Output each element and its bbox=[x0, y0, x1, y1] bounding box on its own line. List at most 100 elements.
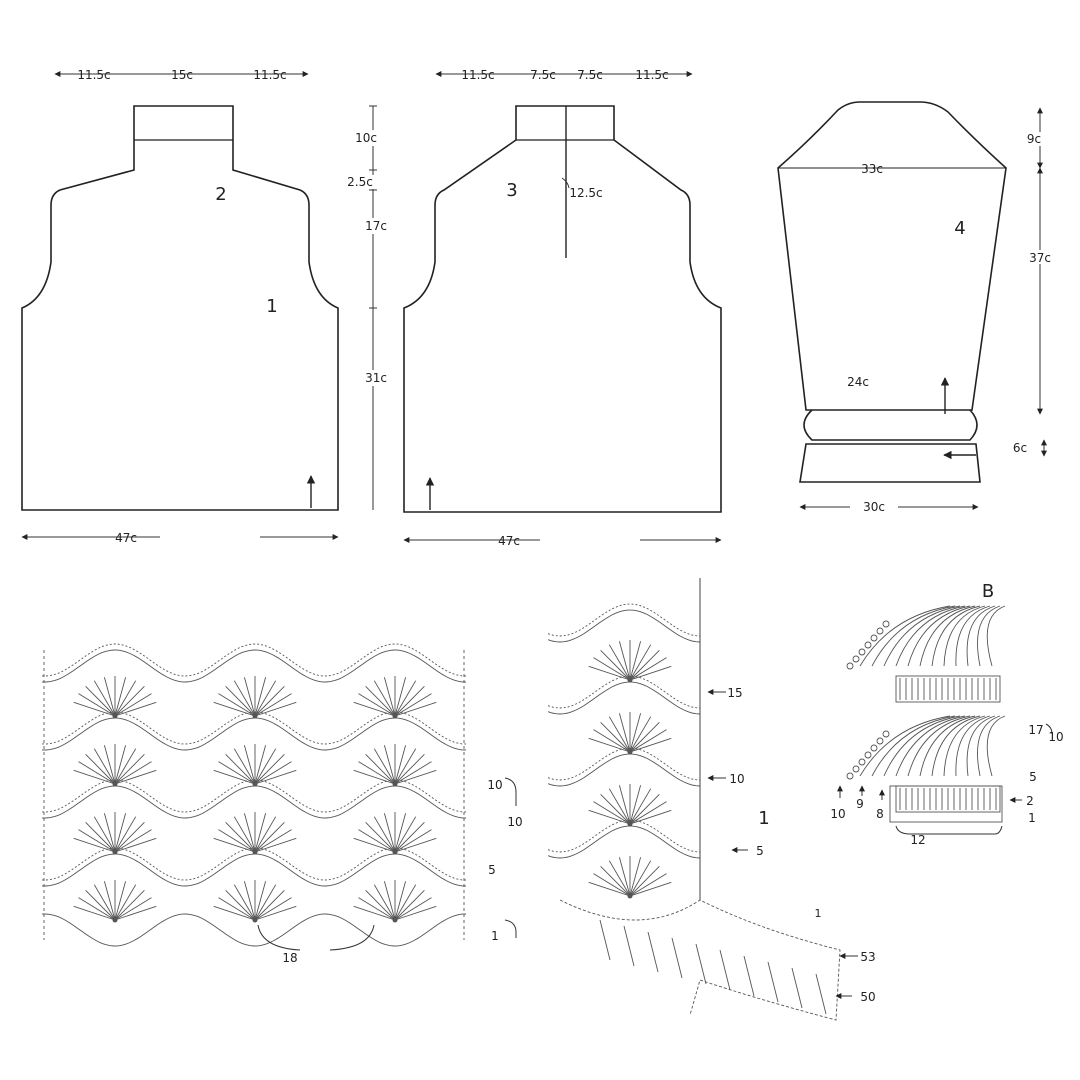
chartB-row-5: 5 bbox=[1029, 770, 1037, 784]
main-wave-inner-1 bbox=[41, 717, 467, 751]
main-fan-stitch bbox=[394, 680, 417, 717]
main-fan-stitch bbox=[225, 821, 256, 853]
main-fan-stitch bbox=[353, 837, 396, 853]
chartB-row-1: 1 bbox=[1028, 811, 1036, 825]
chart1-fan-stitch bbox=[618, 713, 631, 753]
front-piece: 11.5c 15c 11.5c 1 2 47c bbox=[21, 68, 339, 546]
chart1-fan-stitch bbox=[629, 737, 672, 753]
main-fan-stitch bbox=[218, 829, 256, 853]
chart1-fan-stitch bbox=[629, 793, 660, 825]
main-fan-stitch bbox=[213, 701, 256, 717]
chartB-chain-loop bbox=[882, 620, 890, 628]
main-fan-stitch bbox=[103, 677, 116, 717]
main-fan-stitch bbox=[114, 745, 127, 785]
main-fan-stitch bbox=[254, 881, 267, 921]
chart1-fan-stitch bbox=[600, 649, 631, 681]
chartB-feather-stitch bbox=[883, 715, 961, 777]
chart1-wave-inner-0 bbox=[547, 609, 701, 643]
main-fan-stitch bbox=[365, 753, 396, 785]
main-fan-base bbox=[112, 849, 118, 855]
main-fan-stitch bbox=[114, 685, 145, 717]
chartB-feather-stitch bbox=[955, 605, 991, 667]
main-row-mark-10: 10 bbox=[487, 778, 502, 792]
chartB-feather-stitch bbox=[883, 605, 961, 667]
chartB-feather-stitch bbox=[859, 605, 951, 667]
main-fan-stitch bbox=[383, 745, 396, 785]
chartB-base-rows bbox=[889, 785, 1003, 823]
main-fan-stitch bbox=[394, 905, 437, 921]
chartB-feather-stitch bbox=[986, 605, 1006, 667]
back-top-width-2: 7.5c bbox=[530, 68, 556, 82]
chartB-feather-stitch bbox=[943, 605, 986, 667]
main-fan-stitch bbox=[85, 889, 116, 921]
main-fan-base bbox=[392, 849, 398, 855]
chartB-chain-loop bbox=[870, 634, 878, 642]
chartB-feather-stitch bbox=[931, 715, 981, 777]
chartB-chain-loop bbox=[870, 744, 878, 752]
main-fan-stitch bbox=[373, 680, 396, 717]
front-collar-number: 2 bbox=[215, 184, 226, 205]
chart1-fan-base bbox=[627, 749, 633, 755]
chartB-feather-stitch bbox=[895, 605, 966, 667]
main-fan-stitch bbox=[85, 685, 116, 717]
main-wave-3 bbox=[41, 847, 467, 881]
chart1-fan-stitch bbox=[629, 809, 672, 825]
main-fan-stitch bbox=[233, 816, 256, 853]
main-fan-stitch bbox=[225, 753, 256, 785]
main-fan-stitch bbox=[114, 881, 127, 921]
main-wave-1 bbox=[41, 711, 467, 745]
chart1-wave-0 bbox=[547, 603, 701, 637]
main-fan-stitch bbox=[114, 753, 145, 785]
chartB-feather-stitch bbox=[919, 605, 976, 667]
chartB-row-17: 17 bbox=[1028, 723, 1043, 737]
stitch-chart-B: B 17 10 5 2 1 10 9 8 12 bbox=[830, 581, 1063, 847]
main-fan-stitch bbox=[394, 701, 437, 717]
chart1-fan-stitch bbox=[629, 641, 642, 681]
chart1-marks bbox=[547, 603, 841, 1021]
chart1-fan-stitch bbox=[600, 865, 631, 897]
main-fan-stitch bbox=[233, 748, 256, 785]
main-fan-stitch bbox=[254, 693, 292, 717]
cuff-height-label: 6c bbox=[1013, 441, 1027, 455]
chartB-feather-stitch bbox=[919, 715, 976, 777]
chart1-fan-stitch bbox=[629, 665, 672, 681]
main-fan-base bbox=[112, 713, 118, 719]
main-fan-stitch bbox=[233, 884, 256, 921]
main-fan-stitch bbox=[254, 769, 297, 785]
chart1-wave-inner-2 bbox=[547, 753, 701, 787]
main-fan-stitch bbox=[114, 813, 127, 853]
front-outline bbox=[21, 105, 339, 511]
chartB-feather-stitch bbox=[986, 715, 1006, 777]
main-fan-stitch bbox=[114, 701, 157, 717]
main-row-mark-1: 1 bbox=[491, 929, 499, 943]
main-wave-2 bbox=[41, 779, 467, 813]
main-fan-stitch bbox=[394, 821, 425, 853]
front-piece-number: 1 bbox=[266, 296, 277, 317]
chartB-marks bbox=[846, 605, 1006, 823]
main-fan-stitch bbox=[225, 685, 256, 717]
front-top-width-3: 11.5c bbox=[253, 68, 286, 82]
chart1-fan-stitch bbox=[629, 865, 660, 897]
chartB-row-10: 10 bbox=[1048, 730, 1063, 744]
cuff-outline bbox=[799, 443, 981, 483]
main-fan-stitch bbox=[254, 753, 285, 785]
main-row-10-right: 10 bbox=[507, 815, 522, 829]
main-fan-stitch bbox=[394, 837, 437, 853]
chartB-feather-stitch bbox=[955, 715, 991, 777]
main-fan-stitch bbox=[365, 821, 396, 853]
sleeve-piece: 33c 4 24c 9c 37c 6c 30c bbox=[777, 101, 1058, 515]
main-wave-inner-3 bbox=[41, 853, 467, 887]
armhole-height-label: 17c bbox=[365, 219, 387, 233]
main-fan-stitch bbox=[213, 905, 256, 921]
chart1-fan-stitch bbox=[629, 860, 652, 897]
main-fan-stitch bbox=[78, 693, 116, 717]
chart1-diagonal-band bbox=[559, 899, 841, 1021]
main-fan-base bbox=[392, 781, 398, 787]
chart1-fan-stitch bbox=[608, 716, 631, 753]
back-piece-number: 3 bbox=[506, 180, 517, 201]
chart1-band-stitch bbox=[791, 967, 803, 1009]
chartB-feather-stitch bbox=[966, 715, 996, 777]
main-fan-base bbox=[112, 781, 118, 787]
main-fan-stitch bbox=[394, 748, 417, 785]
main-fan-stitch bbox=[383, 813, 396, 853]
